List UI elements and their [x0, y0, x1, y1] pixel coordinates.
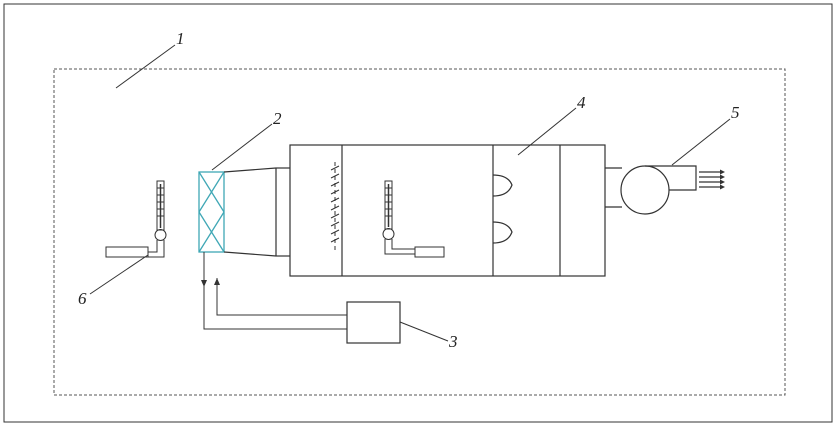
callout-4: 4 [577, 93, 586, 112]
callout-6: 6 [78, 289, 87, 308]
transition-duct [223, 167, 290, 257]
chamber-boundary [53, 68, 786, 396]
duct-housing [289, 144, 606, 277]
control-unit [201, 252, 401, 344]
thermometer-inner [382, 180, 445, 258]
callout-2: 2 [273, 109, 282, 128]
callout-5: 5 [731, 103, 740, 122]
exhaust-fan [605, 165, 725, 215]
leader-lines [89, 44, 731, 342]
thermometer-left [105, 180, 167, 258]
callout-1: 1 [176, 29, 185, 48]
outer-frame [3, 3, 833, 423]
filter-unit [198, 171, 225, 253]
callout-3: 3 [448, 332, 458, 351]
